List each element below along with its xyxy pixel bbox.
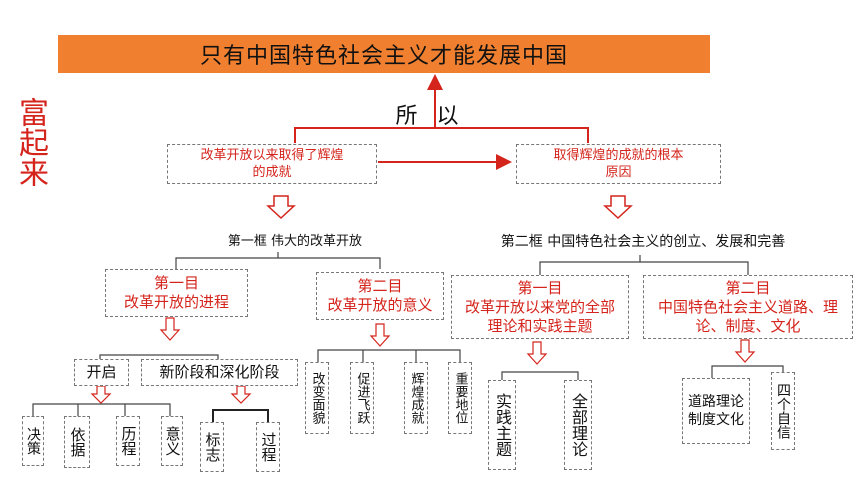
leaf-zhuti-2: 全部理论 (564, 380, 592, 470)
suoyi-bracket (294, 127, 589, 143)
leaf-zhuti-1: 实践主题 (488, 380, 516, 470)
f1-mu1-head: 第一目 (153, 274, 199, 292)
box-xinjieduan: 新阶段和深化阶段 (141, 359, 298, 386)
f2-mu1-body: 改革开放以来党的全部理论和实践主题 (464, 297, 615, 335)
suoyi-label: 所 以 (395, 104, 465, 129)
leaf-yiyi-1: 改变面貌 (305, 362, 329, 434)
f2-mu1-head: 第一目 (517, 278, 563, 297)
box-root-cause: 取得辉煌的成就的根本原因 (516, 144, 721, 184)
hollow-arrow-1 (266, 195, 296, 220)
frame2-label: 第二框 中国特色社会主义的创立、发展和完善 (500, 234, 786, 250)
leaf-yiyi-4: 重要地位 (448, 362, 472, 434)
leaf-xin-1: 标志 (200, 422, 224, 472)
leaf-xin-2: 过程 (256, 422, 280, 472)
box-f2-mu2: 第二目 中国特色社会主义道路、理论、制度、文化 (643, 275, 853, 339)
leaf-kaiqi-4: 意义 (161, 416, 183, 466)
leaf-daolu-1-text: 道路理论制度文化 (688, 394, 744, 428)
side-label: 富起来 (13, 97, 48, 187)
f1-mu2-body: 改革开放的意义 (327, 296, 433, 314)
title-banner: 只有中国特色社会主义才能发展中国 (58, 35, 710, 73)
f2-mu2-body: 中国特色社会主义道路、理论、制度、文化 (657, 297, 838, 335)
box-f1-mu2: 第二目 改革开放的意义 (316, 272, 444, 320)
leaf-yiyi-3: 辉煌成就 (404, 362, 428, 434)
page-title: 只有中国特色社会主义才能发展中国 (199, 44, 568, 69)
box-achievements: 改革开放以来取得了辉煌的成就 (167, 144, 377, 184)
f1-mu2-head: 第二目 (357, 277, 403, 295)
leaf-daolu-1: 道路理论制度文化 (682, 378, 750, 444)
leaf-daolu-2: 四个自信 (771, 372, 795, 450)
root-cause-text: 取得辉煌的成就的根本原因 (553, 148, 684, 180)
leaf-kaiqi-1: 决策 (22, 416, 44, 466)
box-f1-mu1: 第一目 改革开放的进程 (105, 269, 248, 317)
leaf-kaiqi-2: 依据 (64, 416, 90, 468)
hollow-arrow-2 (603, 195, 633, 220)
frame1-label: 第一框 伟大的改革开放 (227, 233, 363, 249)
f2-mu2-head: 第二目 (725, 278, 771, 297)
leaf-yiyi-2: 促进飞跃 (350, 362, 374, 434)
box-kaiqi: 开启 (74, 359, 129, 386)
box-f2-mu1: 第一目 改革开放以来党的全部理论和实践主题 (451, 275, 629, 339)
leaf-kaiqi-3: 历程 (116, 416, 140, 466)
f1-mu1-body: 改革开放的进程 (123, 293, 229, 311)
achievements-text: 改革开放以来取得了辉煌的成就 (200, 148, 344, 180)
